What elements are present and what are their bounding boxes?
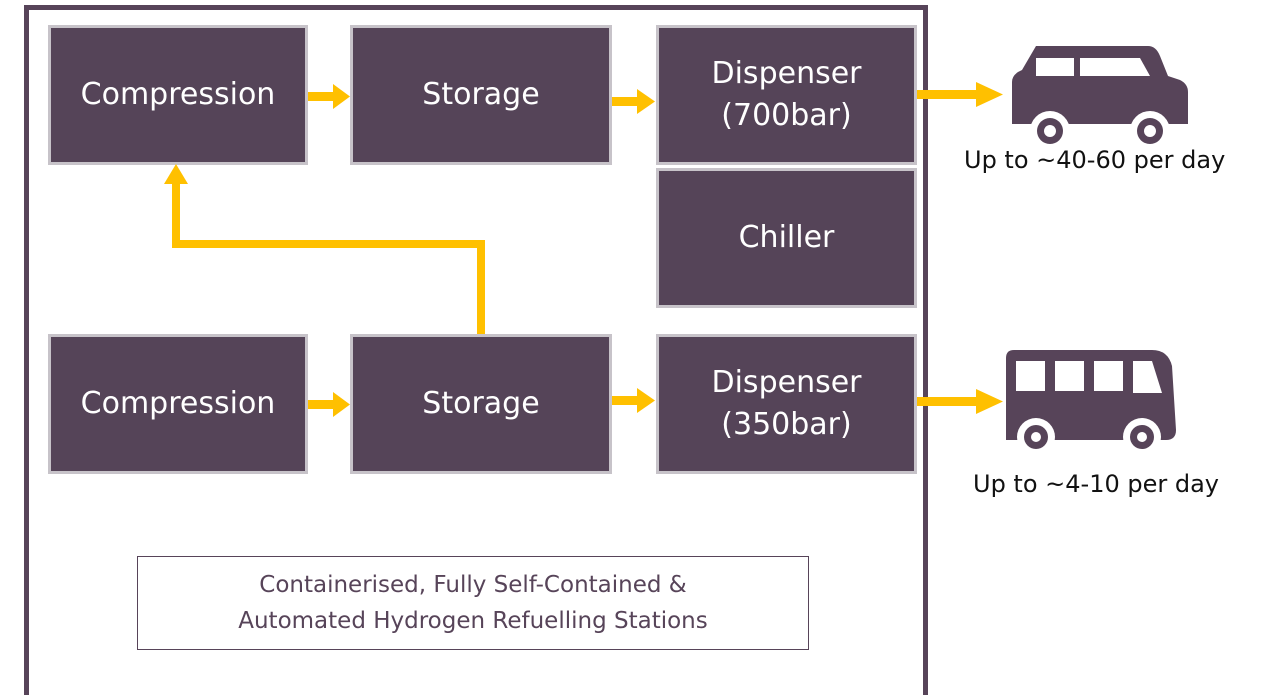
block-label: Storage (422, 386, 540, 421)
station-description-box: Containerised, Fully Self-Contained & Au… (137, 556, 809, 650)
storage-block-bottom: Storage (350, 334, 612, 474)
station-container-frame (24, 5, 928, 695)
block-sublabel: (350bar) (721, 407, 852, 442)
arrow-storage-bottom-to-compression-top (164, 164, 485, 334)
block-label: Compression (80, 386, 276, 421)
compression-block-bottom: Compression (48, 334, 308, 474)
bus-icon (1006, 350, 1176, 456)
storage-block-top: Storage (350, 25, 612, 165)
block-label: Dispenser (711, 365, 862, 400)
block-label: Storage (422, 77, 540, 112)
car-icon (1012, 46, 1188, 151)
arrow-storage-to-dispenser-bottom (612, 388, 655, 413)
bus-throughput-caption: Up to ~4-10 per day (973, 470, 1219, 498)
description-line: Containerised, Fully Self-Contained & (259, 572, 687, 598)
arrow-storage-to-dispenser-top (612, 89, 655, 114)
arrow-dispenser-to-bus (917, 389, 1003, 414)
dispenser-350bar-block: Dispenser (350bar) (656, 334, 917, 474)
block-label: Compression (80, 77, 276, 112)
arrow-compression-to-storage-top (308, 84, 350, 109)
description-line: Automated Hydrogen Refuelling Stations (238, 608, 708, 634)
block-label: Chiller (738, 220, 835, 255)
arrow-dispenser-to-car (917, 82, 1003, 107)
car-throughput-caption: Up to ~40-60 per day (964, 146, 1226, 174)
chiller-block: Chiller (656, 168, 917, 308)
block-label: Dispenser (711, 56, 862, 91)
block-sublabel: (700bar) (721, 98, 852, 133)
dispenser-700bar-block: Dispenser (700bar) (656, 25, 917, 165)
compression-block-top: Compression (48, 25, 308, 165)
arrow-compression-to-storage-bottom (308, 392, 350, 417)
